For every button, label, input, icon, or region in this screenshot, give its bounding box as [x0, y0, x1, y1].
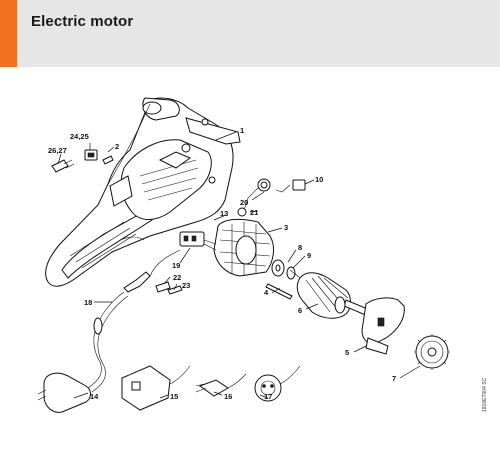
- gear-housing: [361, 297, 405, 355]
- accent-bar: [0, 0, 17, 67]
- callout-16: 16: [224, 392, 232, 401]
- callout-13: 13: [220, 209, 228, 218]
- callout-15: 15: [170, 392, 178, 401]
- callout-17: 17: [264, 392, 272, 401]
- callout-19: 19: [172, 261, 180, 270]
- callout-3: 3: [284, 223, 288, 232]
- page-title: Electric motor: [31, 13, 134, 30]
- header-bar: Electric motor: [0, 0, 500, 67]
- callout-7: 7: [392, 374, 396, 383]
- callout-4: 4: [264, 288, 269, 297]
- plug-variants: [37, 365, 301, 413]
- stator: [213, 218, 274, 277]
- switch-parts-right: [237, 178, 306, 217]
- callout-23: 23: [182, 281, 190, 290]
- callout-24-25: 24,25: [70, 132, 89, 141]
- callout-1: 1: [240, 126, 244, 135]
- exploded-parts-diagram: 1 2 3 4 5 6 7 8 9 10 13 14 15 16 17 18 1…: [37, 97, 488, 413]
- washers: [265, 259, 296, 300]
- screw-parts-upper-left: [51, 149, 114, 173]
- callout-9: 9: [307, 251, 311, 260]
- terminal-block: [149, 231, 217, 277]
- leader-lines: [57, 131, 421, 399]
- power-cord: [87, 271, 183, 393]
- callout-8: 8: [298, 243, 302, 252]
- callout-26-27: 26,27: [48, 146, 67, 155]
- callout-labels: 1 2 3 4 5 6 7 8 9 10 13 14 15 16 17 18 1…: [48, 126, 488, 412]
- callout-20: 20: [240, 198, 248, 207]
- gear-wheel: [414, 334, 450, 370]
- callout-18: 18: [84, 298, 92, 307]
- callout-22: 22: [173, 273, 181, 282]
- callout-10: 10: [315, 175, 323, 184]
- reference-code: 1916ET004 SC: [482, 377, 488, 412]
- callout-5: 5: [345, 348, 349, 357]
- motor-housing: [45, 97, 241, 287]
- callout-21: 21: [250, 208, 258, 217]
- callout-14: 14: [90, 392, 99, 401]
- callout-2: 2: [115, 142, 119, 151]
- callout-6: 6: [298, 306, 302, 315]
